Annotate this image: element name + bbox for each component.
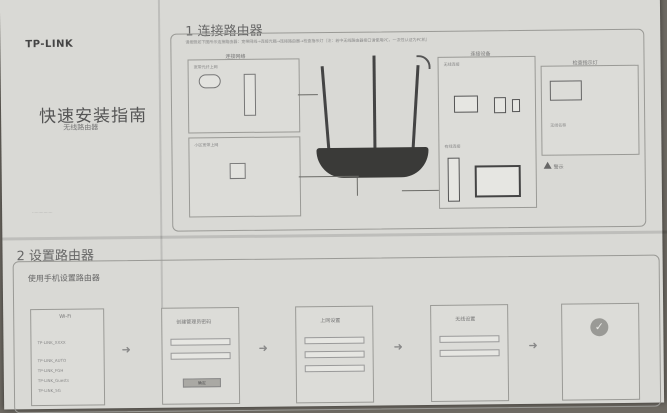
wifi-name-field[interactable] xyxy=(439,335,500,343)
account-field[interactable] xyxy=(304,350,365,359)
modem-icon xyxy=(243,73,257,116)
wifi-item-5: TP-LINK_5G xyxy=(37,387,61,394)
devices-panel: 无线连接 有线连接 xyxy=(437,55,538,209)
fold-line-horizontal xyxy=(2,230,667,241)
cover-footer: ················ xyxy=(32,209,53,216)
step2-title: 创建管理员密码 xyxy=(176,319,212,326)
warning-title: 警示 xyxy=(553,164,564,171)
step4-title: 无线设置 xyxy=(455,316,476,323)
laptop-icon xyxy=(453,95,479,113)
step3-phone: 上网设置 xyxy=(295,305,375,404)
brand-logo: TP-LINK xyxy=(25,38,74,51)
wireless-name-label: 无线名称 xyxy=(550,122,567,128)
wireless-label: 无线连接 xyxy=(443,61,460,67)
cable-1 xyxy=(297,94,318,96)
step1-title: Wi-Fi xyxy=(59,313,72,320)
tablet-icon xyxy=(493,97,507,114)
router-small-icon xyxy=(549,80,582,101)
wifi-password-field[interactable] xyxy=(439,349,500,357)
cable-4 xyxy=(356,177,358,196)
indicator-panel: 无线名称 xyxy=(540,64,640,156)
confirm-password-field[interactable] xyxy=(170,352,231,360)
step3-title: 上网设置 xyxy=(320,317,341,325)
arrow-right-icon: ➜ xyxy=(121,343,131,357)
check-circle-icon: ✓ xyxy=(590,318,609,337)
step1-phone: Wi-Fi TP-LINK_XXXX TP-LINK_AUTO TP-LINK_… xyxy=(30,308,106,407)
connection-type-field[interactable] xyxy=(304,336,365,345)
password-field[interactable] xyxy=(170,338,231,346)
arrow-right-icon: ➜ xyxy=(258,341,268,355)
warning-icon xyxy=(543,161,552,169)
arrow-right-icon: ➜ xyxy=(393,340,403,354)
wifi-item-1: TP-LINK_XXXX xyxy=(37,339,66,346)
wifi-item-4: TP-LINK_Guests xyxy=(37,377,69,384)
wifi-item-3: TP-LINK_FGH xyxy=(37,367,64,374)
confirm-button[interactable]: 确定 xyxy=(182,378,221,388)
cover-subtitle: 无线路由器 xyxy=(63,123,99,132)
step4-phone: 无线设置 xyxy=(430,304,510,402)
broadband-panel: 宽带光纤上网 xyxy=(187,58,301,134)
step5-phone: ✓ xyxy=(561,302,641,401)
router-body xyxy=(316,146,429,179)
pc-tower-icon xyxy=(447,157,461,202)
monitor-icon xyxy=(474,165,521,198)
wifi-item-2: TP-LINK_AUTO xyxy=(37,357,67,364)
broadband-label: 宽带光纤上网 xyxy=(193,64,218,70)
lan-panel: 小区宽带上网 xyxy=(188,136,302,218)
arrow-right-icon: ➜ xyxy=(528,338,538,352)
cloud-icon xyxy=(198,74,221,89)
section2-subtitle: 使用手机设置路由器 xyxy=(27,273,100,284)
lan-label: 小区宽带上网 xyxy=(194,142,219,148)
account-password-field[interactable] xyxy=(304,364,365,373)
wired-label: 有线连接 xyxy=(444,143,461,149)
phone-icon xyxy=(511,99,521,113)
step2-phone: 创建管理员密码 确定 xyxy=(161,306,241,405)
wall-socket-icon xyxy=(229,162,246,180)
